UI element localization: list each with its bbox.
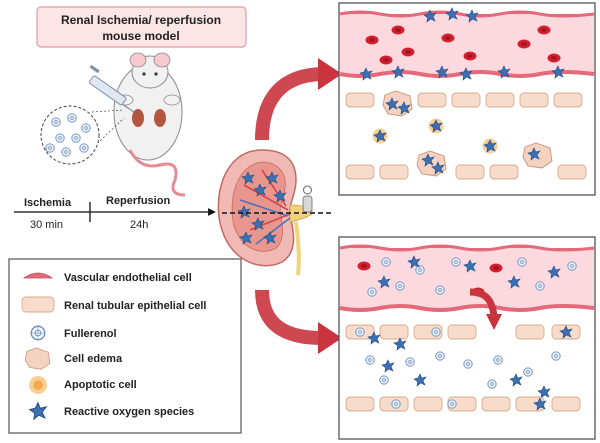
kidney-illustration	[217, 149, 313, 276]
legend-item-edema: Cell edema	[24, 347, 123, 370]
syringe-icon	[89, 64, 135, 113]
arrow-to-ischemia-panel	[255, 58, 342, 141]
endothelial-cell-icon	[22, 272, 54, 279]
legend-label-fullerenol: Fullerenol	[64, 328, 117, 340]
legend: Vascular endothelial cell Renal tubular …	[8, 258, 242, 434]
legend-label-edema: Cell edema	[64, 353, 123, 365]
legend-item-endothelial: Vascular endothelial cell	[22, 272, 192, 284]
model-title-line1: Renal Ischemia/ reperfusion	[61, 13, 221, 27]
legend-item-fullerenol: Fullerenol	[30, 325, 117, 341]
model-title-line2: mouse model	[102, 29, 179, 43]
timeline: Ischemia 30 min Reperfusion 24h	[14, 195, 216, 231]
ischemia-panel	[338, 2, 596, 196]
legend-item-ros: Reactive oxygen species	[29, 402, 194, 420]
legend-item-apoptotic: Apoptotic cell	[29, 376, 137, 394]
legend-label-endothelial: Vascular endothelial cell	[64, 272, 192, 284]
legend-item-tubular: Renal tubular epithelial cell	[21, 296, 206, 313]
fullerenol-zoom-circle	[40, 105, 125, 165]
reperfusion-label: Reperfusion	[106, 195, 170, 207]
ischemia-duration: 30 min	[30, 219, 63, 231]
ischemia-label: Ischemia	[24, 197, 72, 209]
fullerenol-icon	[30, 325, 46, 341]
legend-label-apoptotic: Apoptotic cell	[64, 379, 137, 391]
treatment-panel	[338, 236, 596, 440]
apoptotic-cell-icon	[29, 376, 47, 394]
legend-label-tubular: Renal tubular epithelial cell	[64, 300, 206, 312]
model-title-box: Renal Ischemia/ reperfusion mouse model	[36, 6, 247, 48]
mouse-illustration	[113, 52, 186, 197]
cell-edema-icon	[24, 347, 51, 370]
arrow-to-treatment-panel	[255, 289, 342, 354]
tubular-cell-icon	[21, 296, 55, 313]
reperfusion-duration: 24h	[130, 219, 148, 231]
legend-label-ros: Reactive oxygen species	[64, 406, 194, 418]
